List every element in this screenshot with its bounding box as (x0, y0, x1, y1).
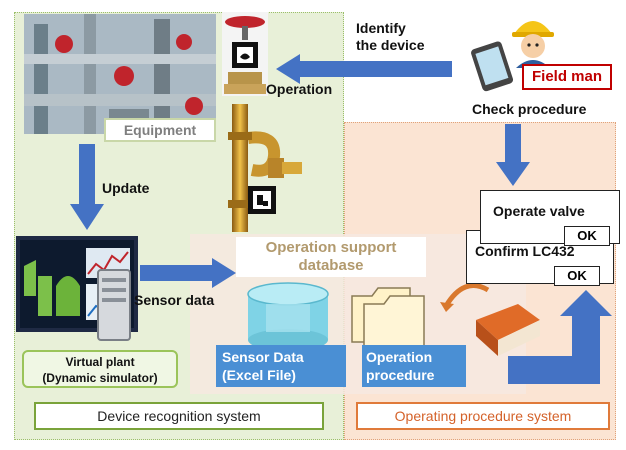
operation-procedure-label: Operation procedure (362, 345, 466, 387)
cycle-arrow-icon (440, 276, 494, 312)
equipment-photo (24, 14, 216, 134)
operate-valve-ok-button[interactable]: OK (564, 226, 610, 246)
server-icon (96, 268, 132, 342)
operating-procedure-system-label: Operating procedure system (356, 402, 610, 430)
identify-label: Identify the device (356, 20, 425, 53)
return-arrow (508, 290, 612, 386)
update-label: Update (102, 180, 150, 196)
database-title: Operation support database (236, 237, 426, 277)
confirm-ok-button[interactable]: OK (554, 266, 600, 286)
identify-arrow (276, 54, 452, 84)
tablet-icon (470, 40, 516, 92)
folder-icon (350, 282, 442, 352)
pipe-icon (224, 104, 302, 232)
valve-photo (222, 12, 268, 96)
database-icon (246, 282, 330, 352)
field-man-label: Field man (522, 64, 612, 90)
sensor-data-file-label: Sensor Data (Excel File) (216, 345, 346, 387)
book-icon (470, 300, 542, 358)
sensor-data-label: Sensor data (134, 292, 215, 308)
marker-icon (248, 186, 276, 214)
device-recognition-system-label: Device recognition system (34, 402, 324, 430)
worker-icon (508, 12, 558, 68)
sensor-data-arrow (140, 258, 236, 288)
equipment-label: Equipment (104, 118, 216, 142)
update-arrow (70, 144, 104, 230)
operate-valve-card: Operate valve (480, 190, 620, 244)
check-down-arrow (496, 124, 530, 186)
operation-label: Operation (266, 81, 333, 97)
virtual-plant-label: Virtual plant (Dynamic simulator) (22, 350, 178, 388)
check-procedure-label: Check procedure (472, 101, 587, 117)
